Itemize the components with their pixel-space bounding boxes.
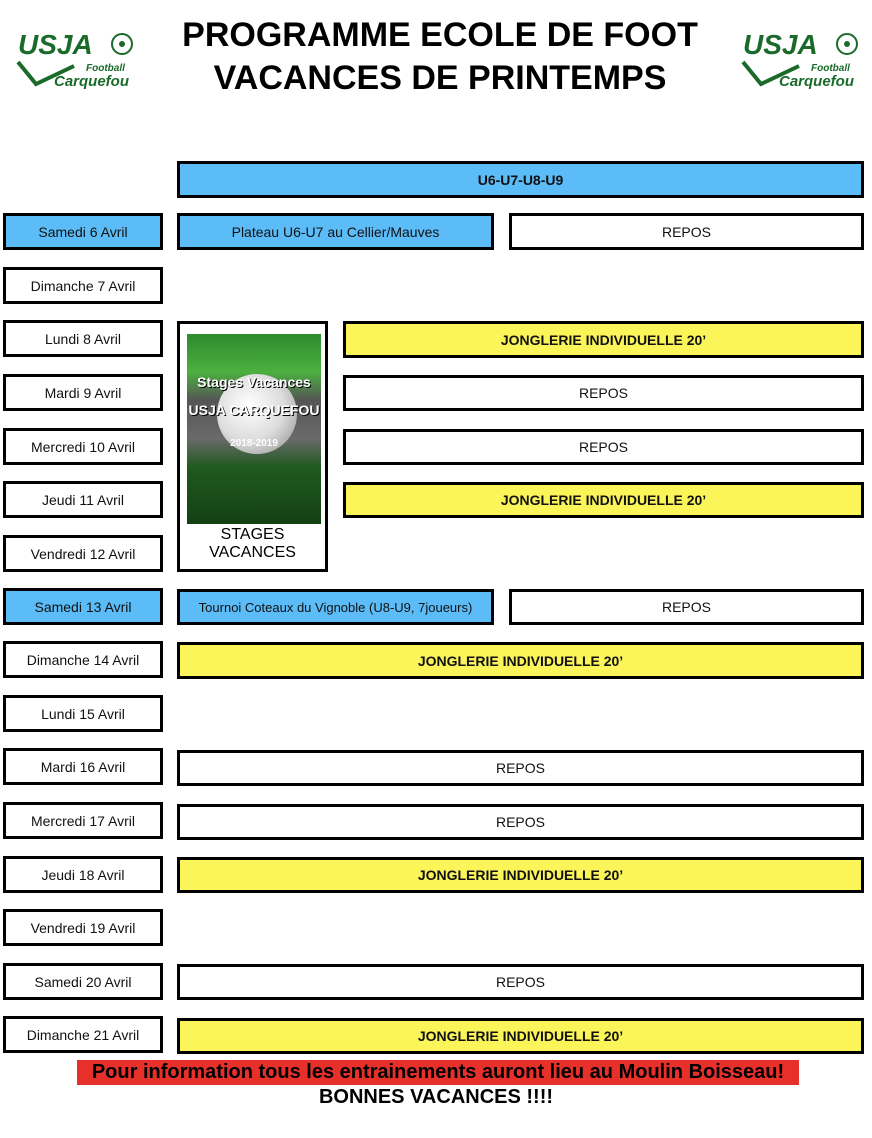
day-label: Lundi 8 Avril (3, 320, 163, 357)
svg-text:Football: Football (86, 63, 125, 74)
poster-subtitle: USJA CARQUEFOU (188, 402, 320, 418)
event-repos: REPOS (343, 375, 864, 411)
day-label: Dimanche 21 Avril (3, 1016, 163, 1053)
poster-image: Stages Vacances USJA CARQUEFOU 2018-2019 (187, 334, 321, 524)
event-repos: REPOS (343, 429, 864, 465)
event-repos: REPOS (177, 964, 864, 1000)
day-label: Jeudi 18 Avril (3, 856, 163, 893)
event-jonglerie: JONGLERIE INDIVIDUELLE 20’ (343, 321, 864, 358)
football-icon (217, 374, 297, 454)
event-repos: REPOS (509, 213, 864, 250)
farewell-text: BONNES VACANCES !!!! (318, 1086, 554, 1108)
day-label: Samedi 6 Avril (3, 213, 163, 250)
event-jonglerie: JONGLERIE INDIVIDUELLE 20’ (177, 857, 864, 893)
poster-title: Stages Vacances (197, 374, 311, 390)
day-label: Mardi 16 Avril (3, 748, 163, 785)
day-label: Vendredi 12 Avril (3, 535, 163, 572)
event-jonglerie: JONGLERIE INDIVIDUELLE 20’ (343, 482, 864, 518)
event-tournoi: Tournoi Coteaux du Vignoble (U8-U9, 7jou… (177, 589, 494, 625)
page-title: PROGRAMME ECOLE DE FOOT VACANCES DE PRIN… (140, 14, 740, 100)
event-repos: REPOS (177, 804, 864, 840)
day-label: Lundi 15 Avril (3, 695, 163, 732)
event-jonglerie: JONGLERIE INDIVIDUELLE 20’ (177, 642, 864, 679)
day-label: Mercredi 10 Avril (3, 428, 163, 465)
day-label: Dimanche 7 Avril (3, 267, 163, 304)
event-repos: REPOS (177, 750, 864, 786)
poster-caption: STAGES VACANCES (180, 526, 325, 562)
event-repos: REPOS (509, 589, 864, 625)
day-label: Vendredi 19 Avril (3, 909, 163, 946)
usja-logo-left: USJA Football Carquefou (16, 29, 133, 90)
poster-year: 2018-2019 (230, 438, 278, 449)
day-label: Dimanche 14 Avril (3, 641, 163, 678)
title-line-2: VACANCES DE PRINTEMPS (213, 59, 667, 97)
stages-vacances-poster: Stages Vacances USJA CARQUEFOU 2018-2019… (177, 321, 328, 572)
svg-text:Carquefou: Carquefou (779, 73, 854, 90)
day-label: Samedi 13 Avril (3, 588, 163, 625)
poster-caption-line-2: VACANCES (209, 544, 296, 561)
svg-text:Carquefou: Carquefou (54, 73, 129, 90)
day-label: Jeudi 11 Avril (3, 481, 163, 518)
event-jonglerie: JONGLERIE INDIVIDUELLE 20’ (177, 1018, 864, 1054)
title-line-1: PROGRAMME ECOLE DE FOOT (182, 16, 698, 54)
svg-text:Football: Football (811, 63, 850, 74)
info-banner: Pour information tous les entrainements … (77, 1060, 799, 1085)
event-plateau: Plateau U6-U7 au Cellier/Mauves (177, 213, 494, 250)
group-header: U6-U7-U8-U9 (177, 161, 864, 198)
usja-logo-right: USJA Football Carquefou (741, 29, 858, 90)
day-label: Mercredi 17 Avril (3, 802, 163, 839)
day-label: Samedi 20 Avril (3, 963, 163, 1000)
svg-text:USJA: USJA (743, 29, 818, 60)
poster-caption-line-1: STAGES (220, 526, 285, 543)
svg-text:USJA: USJA (18, 29, 93, 60)
day-label: Mardi 9 Avril (3, 374, 163, 411)
